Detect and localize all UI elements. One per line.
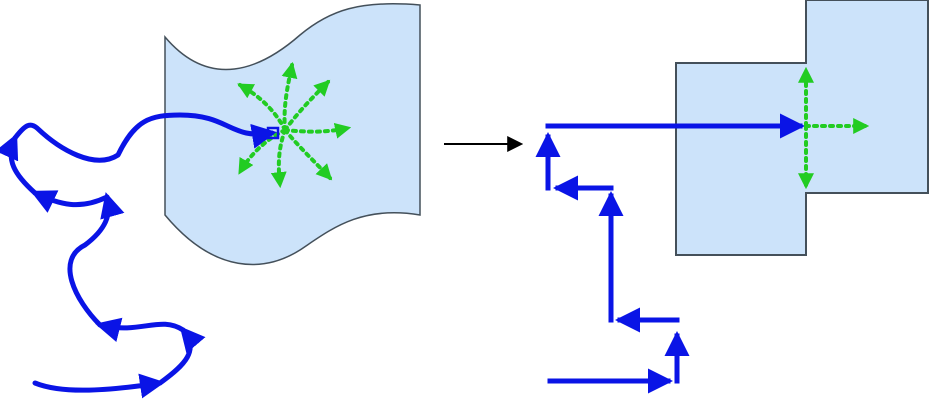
curved-path-seg-6 (0, 133, 38, 196)
curved-path (0, 112, 277, 399)
junction-marker (266, 126, 280, 140)
curved-surface (164, 3, 421, 266)
curved-path-seg-7 (12, 112, 277, 163)
direction-arrow (283, 79, 331, 132)
direction-arrow (283, 122, 352, 139)
blocky-directions (798, 66, 870, 190)
curved-path-seg-4 (67, 192, 125, 328)
curved-path-seg-3 (95, 317, 186, 342)
curved-directions (237, 61, 352, 189)
direction-arrow (238, 128, 287, 175)
curved-path-seg-1 (32, 373, 165, 399)
direction-arrow (237, 83, 287, 132)
curved-path-seg-5 (30, 190, 110, 213)
direction-arrow (270, 128, 287, 189)
curved-path-seg-2 (157, 326, 206, 386)
rectilinear-path (535, 113, 805, 394)
direction-arrow (281, 61, 298, 132)
direction-arrow (283, 128, 333, 181)
